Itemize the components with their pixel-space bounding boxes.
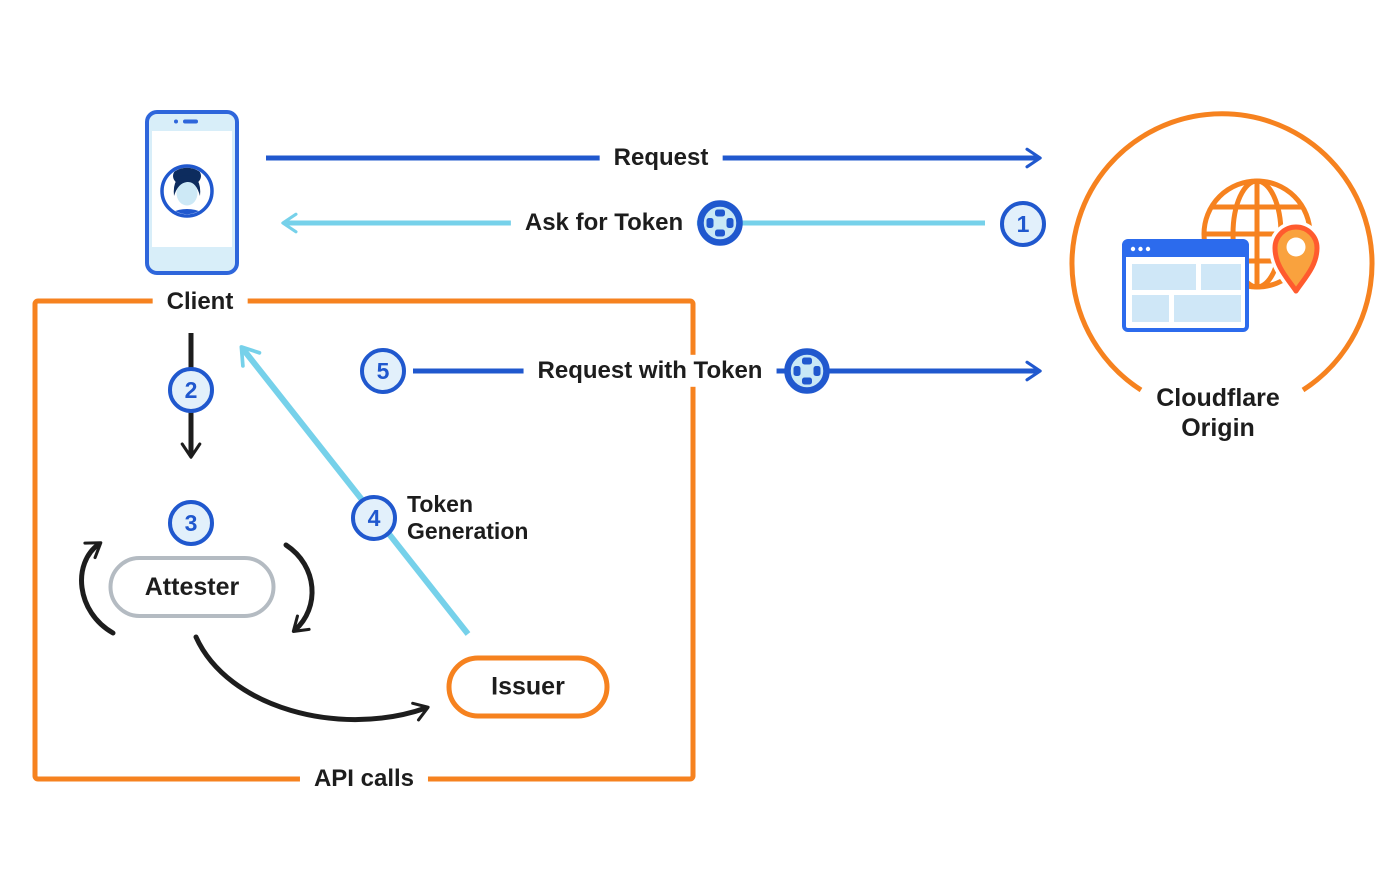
step-3-badge: 3 — [168, 500, 214, 546]
token-icon — [784, 348, 830, 394]
token-generation-label: Token Generation — [407, 491, 528, 545]
attester-loop-left-arrow — [79, 541, 116, 636]
issuer-node: Issuer — [446, 655, 610, 719]
request-with-token-label: Request with Token — [523, 354, 777, 388]
phone-icon — [145, 110, 239, 275]
origin-label-line2: Origin — [1181, 414, 1255, 442]
origin-circle — [1069, 111, 1375, 393]
step-1-badge: 1 — [1000, 201, 1046, 247]
origin-label-line1: Cloudflare — [1156, 384, 1280, 412]
request-label: Request — [599, 141, 723, 175]
cloudflare-origin-icon — [1069, 111, 1375, 393]
location-pin-icon — [1269, 221, 1323, 297]
user-avatar-icon — [160, 164, 214, 218]
token-generation-arrow — [239, 345, 471, 636]
attester-to-issuer-arrow — [193, 634, 430, 722]
attester-node: Attester — [108, 556, 276, 618]
step-5-badge: 5 — [360, 348, 406, 394]
step-4-badge: 4 — [351, 495, 397, 541]
ask-for-token-label: Ask for Token — [510, 206, 698, 240]
api-calls-label: API calls — [299, 762, 429, 796]
token-generation-label-line1: Token — [407, 491, 474, 517]
attester-loop-right-arrow — [283, 542, 315, 633]
browser-window-icon — [1122, 239, 1249, 332]
origin-label: Cloudflare Origin — [1156, 383, 1280, 443]
step-2-badge: 2 — [168, 367, 214, 413]
token-icon — [697, 200, 743, 246]
client-label: Client — [152, 285, 248, 319]
token-generation-label-line2: Generation — [407, 518, 529, 544]
